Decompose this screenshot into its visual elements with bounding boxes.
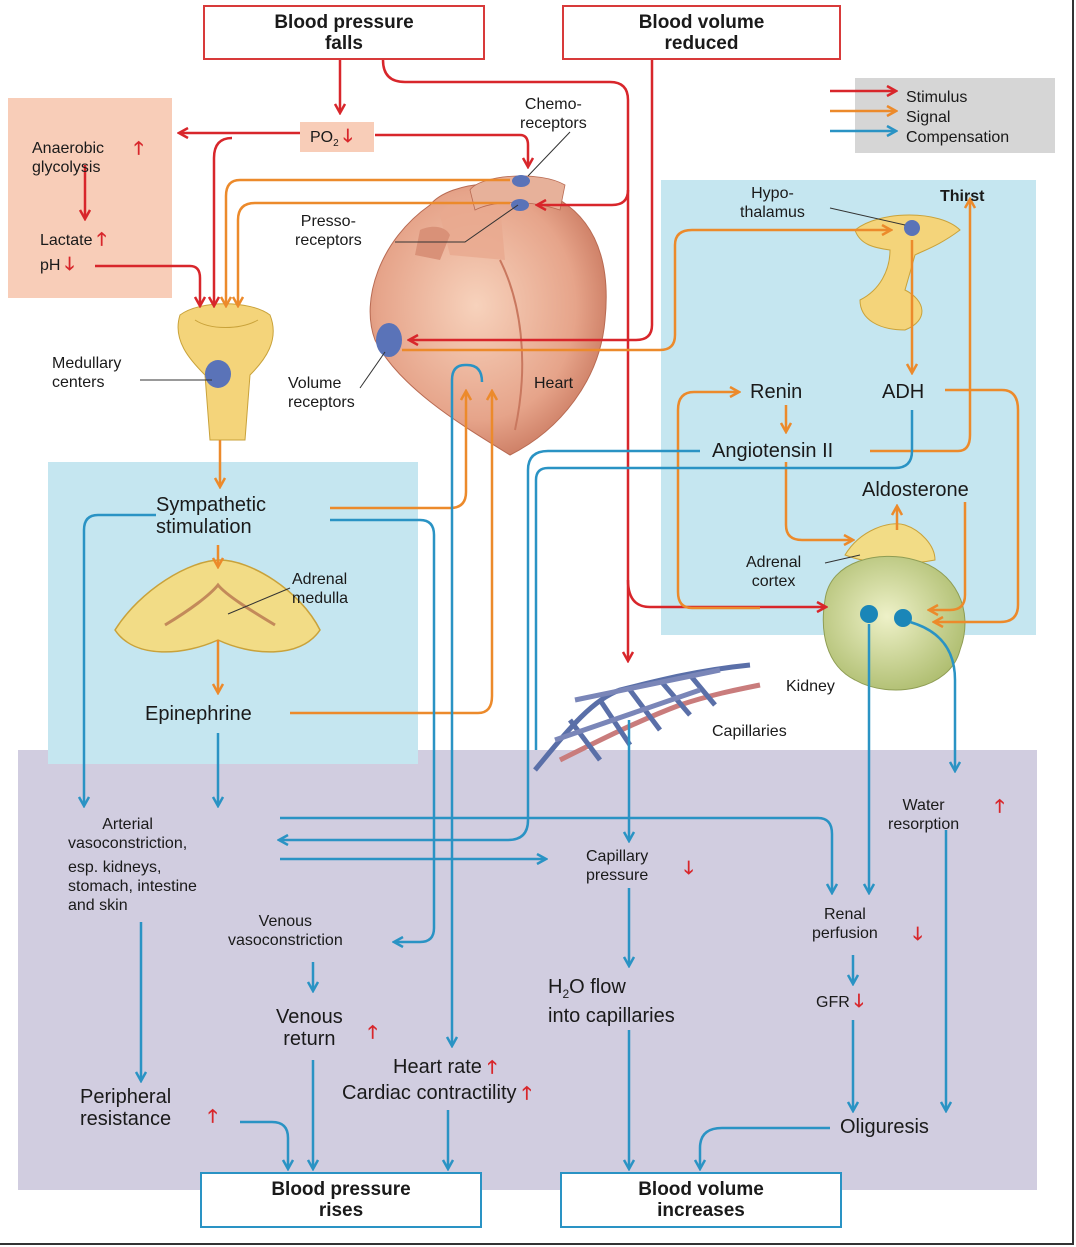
adrenal-medulla-label: Adrenal medulla: [292, 570, 348, 608]
renal-perfusion-down-arrow-icon: 🡓: [913, 922, 922, 952]
ph-down-arrow-icon: 🡓: [65, 254, 74, 274]
cardiac-contractility-text: Cardiac contractility: [342, 1082, 517, 1104]
heart-rate-up-arrow-icon: 🡑: [488, 1057, 497, 1077]
lactate-label: Lactate 🡑: [40, 230, 106, 250]
heart-label: Heart: [534, 374, 573, 393]
renin-label: Renin: [750, 381, 802, 403]
gfr-down-arrow-icon: 🡓: [854, 991, 863, 1011]
medullary-centers-label: Medullary centers: [52, 354, 121, 392]
blood-pressure-falls-box: Blood pressure falls: [203, 5, 485, 60]
peripheral-resistance-label: Peripheral resistance: [80, 1086, 171, 1130]
capillaries-label: Capillaries: [712, 722, 787, 741]
lactate-text: Lactate: [40, 232, 92, 249]
h2o-text-rest: O flow into capillaries: [548, 976, 675, 1027]
blood-volume-reduced-label: Blood volume reduced: [639, 12, 765, 54]
adh-label: ADH: [882, 381, 924, 403]
po2-label: PO2 🡓: [310, 127, 353, 153]
blood-volume-increases-box: Blood volume increases: [560, 1172, 842, 1228]
renal-perfusion-label: Renal perfusion: [812, 905, 878, 943]
cardiac-contractility-label: Cardiac contractility 🡑: [342, 1082, 531, 1104]
kidney-label: Kidney: [786, 677, 835, 696]
peripheral-resistance-up-arrow-icon: 🡑: [208, 1104, 217, 1134]
capillaries-illustration: [535, 665, 760, 770]
oliguresis-label: Oliguresis: [840, 1116, 929, 1138]
blood-volume-increases-label: Blood volume increases: [638, 1179, 764, 1221]
arterial-vasoconstriction-label: Arterial vasoconstriction,: [68, 815, 187, 853]
arterial-vasoconstriction-detail: esp. kidneys, stomach, intestine and ski…: [68, 858, 197, 915]
blood-pressure-falls-label: Blood pressure falls: [274, 12, 413, 54]
h2o-flow-label: H2O flow into capillaries: [548, 976, 748, 1027]
gfr-label: GFR 🡓: [816, 992, 864, 1012]
blood-pressure-rises-label: Blood pressure rises: [271, 1179, 410, 1221]
epinephrine-label: Epinephrine: [145, 703, 252, 725]
water-resorption-up-arrow-icon: 🡑: [995, 794, 1004, 824]
thirst-label: Thirst: [940, 187, 984, 206]
legend-compensation: Compensation: [906, 128, 1009, 147]
blood-pressure-rises-box: Blood pressure rises: [200, 1172, 482, 1228]
anaerobic-glycolysis-text: Anaerobic glycolysis: [32, 140, 104, 176]
heart-rate-label: Heart rate 🡑: [393, 1056, 497, 1078]
legend-stimulus: Stimulus: [906, 88, 967, 107]
adrenal-cortex-label: Adrenal cortex: [746, 553, 801, 591]
cardiac-contractility-up-arrow-icon: 🡑: [522, 1083, 531, 1103]
gfr-text: GFR: [816, 994, 850, 1011]
hypothalamus-illustration: [855, 215, 960, 330]
angiotensin-label: Angiotensin II: [712, 440, 833, 462]
lactate-up-arrow-icon: 🡑: [97, 229, 106, 249]
venous-return-up-arrow-icon: 🡑: [368, 1020, 377, 1050]
adrenal-medulla-illustration: [115, 560, 320, 652]
ph-label: pH 🡓: [40, 255, 74, 275]
venous-vasoconstriction-label: Venous vasoconstriction: [228, 912, 343, 950]
heart-rate-text: Heart rate: [393, 1056, 482, 1078]
volume-receptors-label: Volume receptors: [288, 374, 355, 412]
po2-text: PO: [310, 129, 333, 146]
aldosterone-label: Aldosterone: [862, 479, 969, 501]
water-resorption-text: Water resorption: [888, 797, 959, 833]
pressoreceptors-label: Presso- receptors: [295, 212, 362, 250]
anaerobic-up-arrow-icon: 🡑: [134, 136, 143, 166]
po2-down-arrow-icon: 🡓: [343, 126, 352, 146]
heart-illustration: [370, 175, 606, 455]
venous-return-label: Venous return: [276, 1006, 343, 1050]
capillary-pressure-label: Capillary pressure: [586, 847, 648, 885]
po2-subscript: 2: [333, 138, 339, 149]
hypothalamus-label: Hypo- thalamus: [740, 184, 805, 222]
capillary-pressure-down-arrow-icon: 🡓: [684, 856, 693, 886]
brainstem-illustration: [178, 304, 273, 440]
kidney-illustration: [823, 524, 965, 690]
chemoreceptors-label: Chemo- receptors: [520, 95, 587, 133]
h2o-text-h: H: [548, 976, 562, 998]
sympathetic-stimulation-label: Sympathetic stimulation: [156, 494, 266, 538]
anaerobic-glycolysis-label: Anaerobic glycolysis: [32, 120, 104, 177]
water-resorption-label: Water resorption: [888, 777, 959, 834]
legend-signal: Signal: [906, 108, 950, 127]
ph-text: pH: [40, 257, 60, 274]
blood-volume-reduced-box: Blood volume reduced: [562, 5, 841, 60]
